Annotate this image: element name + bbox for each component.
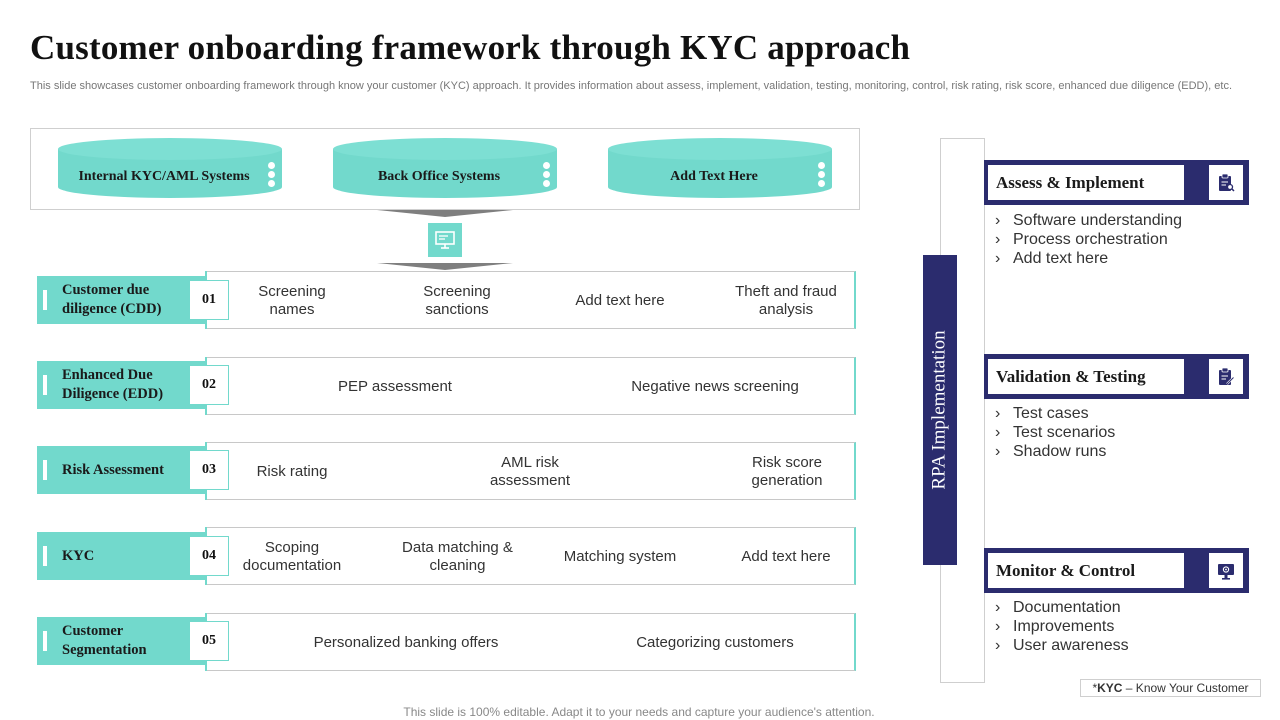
row-label-text: Customer due diligence (CDD) <box>62 282 162 317</box>
row-cdd-label: Customer due diligence (CDD) <box>37 276 205 324</box>
chevron-right-icon: › <box>995 618 1001 635</box>
stage-assess-header: Assess & Implement <box>984 160 1249 205</box>
row-item: AML risk assessment <box>489 454 571 489</box>
system-label: Internal KYC/AML Systems <box>78 169 250 184</box>
dots-icon <box>268 162 276 189</box>
stage-title: Monitor & Control <box>988 553 1184 588</box>
chevron-right-icon: › <box>995 637 1001 654</box>
row-number: 01 <box>189 280 229 320</box>
row-kyc-label: KYC <box>37 532 205 580</box>
row-label-text: Risk Assessment <box>62 461 164 478</box>
row-item: Theft and fraud analysis <box>735 283 837 318</box>
row-item: Data matching & cleaning <box>402 539 513 574</box>
row-segmentation-label: Customer Segmentation <box>37 617 205 665</box>
row-risk-box: Risk rating AML risk assessment Risk sco… <box>205 442 856 500</box>
system-database-3: Add Text Here <box>608 138 832 198</box>
stage-validation-list: ›Test cases ›Test scenarios ›Shadow runs <box>995 404 1245 461</box>
list-item: ›Documentation <box>995 599 1121 616</box>
footer-note: This slide is 100% editable. Adapt it to… <box>403 705 875 719</box>
row-label-text: KYC <box>62 547 95 564</box>
chevron-right-icon: › <box>995 405 1001 422</box>
chevron-right-icon: › <box>995 424 1001 441</box>
list-item: ›Process orchestration <box>995 231 1168 248</box>
row-item: Add text here <box>741 548 831 565</box>
row-item: Risk score generation <box>751 454 823 489</box>
presentation-icon <box>428 223 462 257</box>
chevron-right-icon: › <box>995 250 1001 267</box>
row-item: Add text here <box>575 292 665 309</box>
row-number: 02 <box>189 365 229 405</box>
system-database-1: Internal KYC/AML Systems <box>58 138 282 198</box>
kyc-footnote: *KYC – Know Your Customer <box>1080 679 1261 697</box>
monitor-icon <box>1209 553 1243 588</box>
row-number: 04 <box>189 536 229 576</box>
clipboard-search-icon <box>1209 165 1243 200</box>
dots-icon <box>818 162 826 189</box>
row-item: Risk rating <box>256 463 328 480</box>
row-item: PEP assessment <box>338 378 452 395</box>
chevron-right-icon: › <box>995 443 1001 460</box>
row-segmentation-box: Personalized banking offers Categorizing… <box>205 613 856 671</box>
chevron-right-icon: › <box>995 599 1001 616</box>
list-item: ›Test cases <box>995 405 1089 422</box>
row-cdd-box: Screening names Screening sanctions Add … <box>205 271 856 329</box>
stage-monitor-list: ›Documentation ›Improvements ›User aware… <box>995 598 1245 655</box>
row-item: Matching system <box>563 548 677 565</box>
row-label-text: Enhanced Due Diligence (EDD) <box>62 367 164 402</box>
stage-validation-header: Validation & Testing <box>984 354 1249 399</box>
row-item: Scoping documentation <box>242 539 342 574</box>
row-item: Categorizing customers <box>636 634 794 651</box>
row-item: Personalized banking offers <box>313 634 499 651</box>
stage-monitor-header: Monitor & Control <box>984 548 1249 593</box>
funnel-arrow-top <box>377 210 513 217</box>
funnel-arrow-bottom <box>377 263 513 270</box>
rpa-bar <box>923 255 957 565</box>
row-label-text: Customer Segmentation <box>62 623 147 658</box>
stage-title: Assess & Implement <box>988 165 1184 200</box>
row-item: Screening names <box>258 283 326 318</box>
system-label: Back Office Systems <box>377 169 501 184</box>
row-item: Screening sanctions <box>423 283 491 318</box>
chevron-right-icon: › <box>995 212 1001 229</box>
page-subtitle: This slide showcases customer onboarding… <box>30 80 1232 92</box>
system-label: Add Text Here <box>670 169 758 184</box>
list-item: ›Test scenarios <box>995 424 1116 441</box>
list-item: ›Software understanding <box>995 212 1182 229</box>
systems-frame <box>30 128 860 210</box>
row-edd-box: PEP assessment Negative news screening <box>205 357 856 415</box>
row-number: 05 <box>189 621 229 661</box>
stage-title: Validation & Testing <box>988 359 1184 394</box>
list-item: ›Add text here <box>995 250 1109 267</box>
system-database-2: Back Office Systems <box>333 138 557 198</box>
list-item: ›Improvements <box>995 618 1115 635</box>
page-title: Customer onboarding framework through KY… <box>30 28 911 67</box>
stage-assess-list: ›Software understanding ›Process orchest… <box>995 211 1245 268</box>
clipboard-edit-icon <box>1209 359 1243 394</box>
chevron-right-icon: › <box>995 231 1001 248</box>
row-risk-label: Risk Assessment <box>37 446 205 494</box>
dots-icon <box>543 162 551 189</box>
row-edd-label: Enhanced Due Diligence (EDD) <box>37 361 205 409</box>
list-item: ›Shadow runs <box>995 443 1107 460</box>
row-kyc-box: Scoping documentation Data matching & cl… <box>205 527 856 585</box>
row-item: Negative news screening <box>631 378 799 395</box>
rpa-label: RPA Implementation <box>929 330 950 490</box>
list-item: ›User awareness <box>995 637 1129 654</box>
row-number: 03 <box>189 450 229 490</box>
